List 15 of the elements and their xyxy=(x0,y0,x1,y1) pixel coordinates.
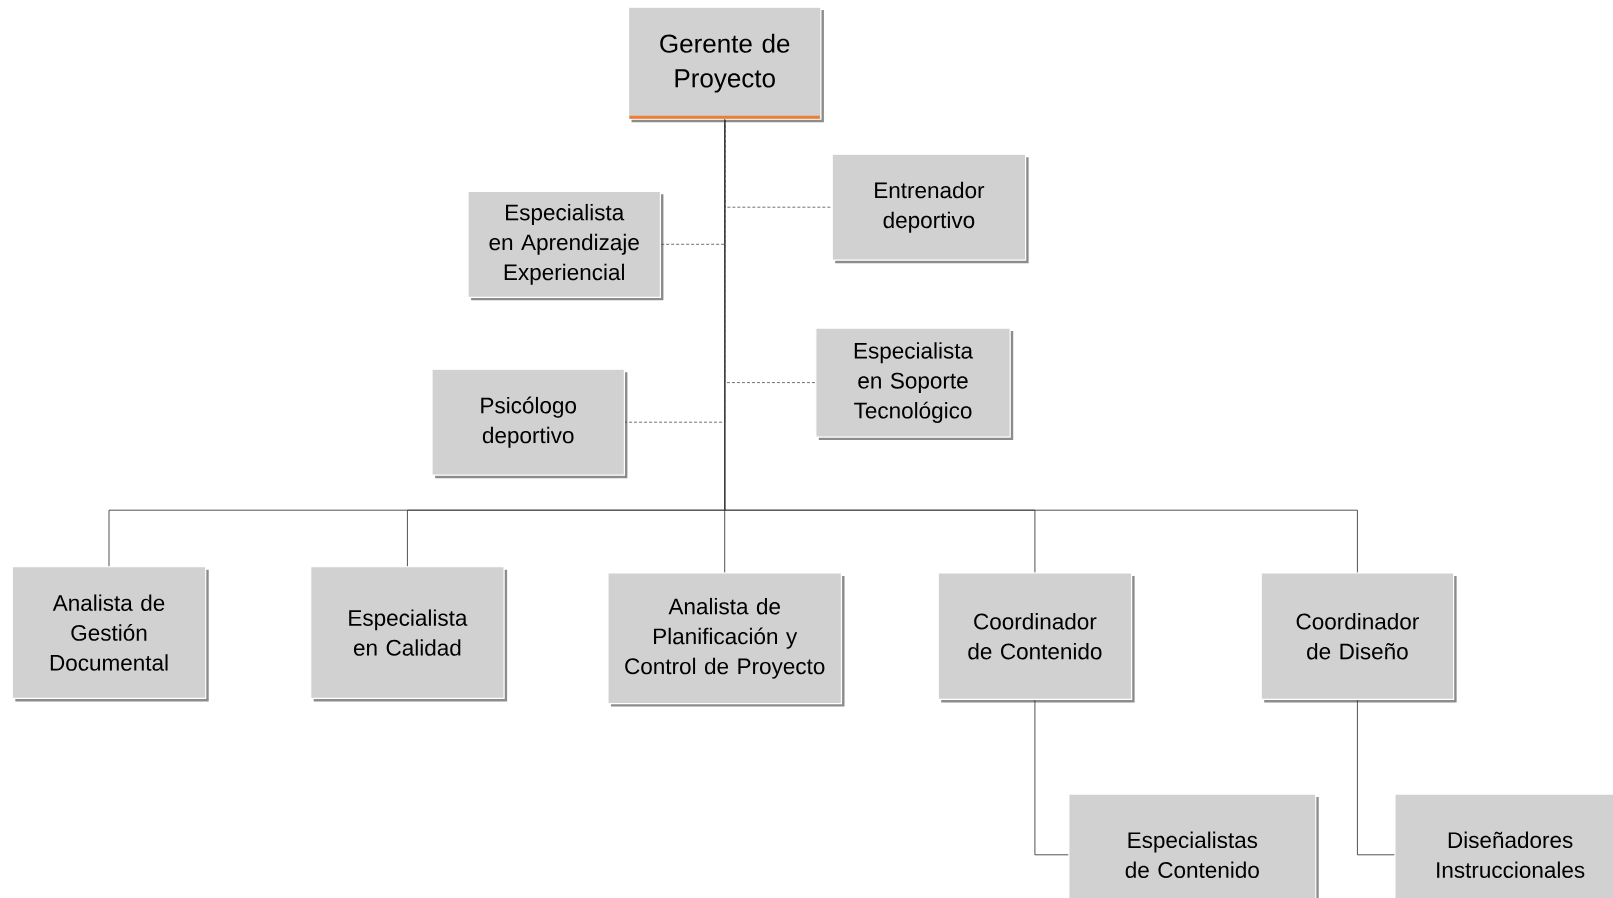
org-box: Especialista en Calidad xyxy=(310,566,508,702)
org-box: Coordinador de Diseño xyxy=(1260,572,1457,703)
org-box: Especialista en Soporte Tecnológico xyxy=(815,327,1014,441)
org-box: Coordinador de Contenido xyxy=(937,572,1135,703)
org-box: Diseñadores Instruccionales xyxy=(1394,793,1613,898)
org-box: Especialistas de Contenido xyxy=(1068,793,1319,898)
org-box: Entrenador deportivo xyxy=(831,153,1029,264)
org-box: Especialista en Aprendizaje Experiencial xyxy=(467,190,664,301)
org-box: Psicólogo deportivo xyxy=(431,368,628,479)
connector-line xyxy=(1034,699,1069,856)
org-box: Gerente de Proyecto xyxy=(627,6,824,123)
connector-line xyxy=(1356,699,1395,856)
org-box: Analista de Gestión Documental xyxy=(11,566,209,702)
org-box: Analista de Planificación y Control de Proyecto xyxy=(607,572,845,707)
connector-line xyxy=(724,119,1358,573)
